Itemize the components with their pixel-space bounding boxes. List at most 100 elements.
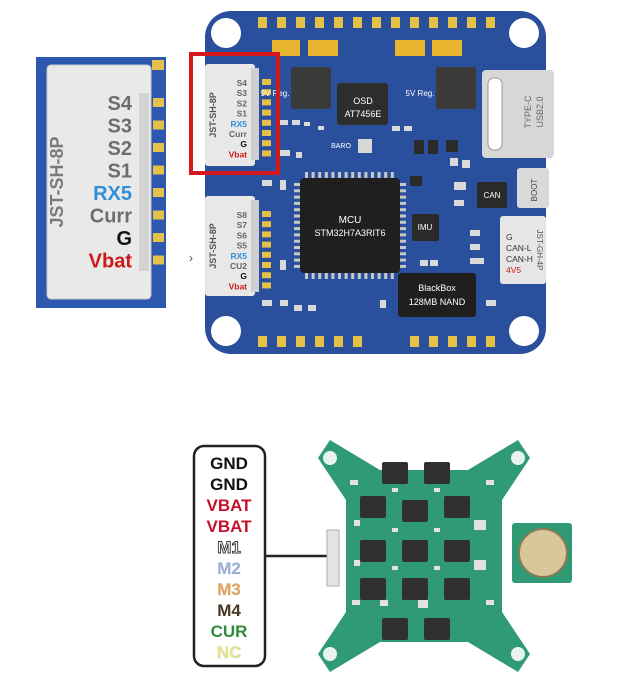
fc-connector2-pins xyxy=(251,200,259,292)
mcu-pin xyxy=(324,273,328,279)
fc-edge-pad xyxy=(334,17,343,28)
fc-cap-4 xyxy=(432,40,462,56)
esc-smd-part xyxy=(434,488,440,492)
fc-mount-hole-tr xyxy=(509,18,539,48)
fc-connector1-pins xyxy=(251,68,259,160)
fc-edge-pad xyxy=(353,336,362,347)
inset-pin-label: G xyxy=(116,228,132,250)
fc-baro-label: BARO xyxy=(331,143,351,150)
inset-connector-pin-bar xyxy=(139,93,149,271)
mcu-pin xyxy=(400,233,406,237)
fc-smd-part xyxy=(410,176,422,186)
fc-connector2-housing xyxy=(205,196,255,296)
mcu-pin xyxy=(400,220,406,224)
mcu-pin xyxy=(400,183,406,186)
fc-pin-label: Curr xyxy=(229,129,248,139)
esc-smd-part xyxy=(486,600,494,605)
fc-edge-pad xyxy=(467,17,476,28)
mcu-pin xyxy=(400,189,406,193)
esc-pin-label: M2 xyxy=(217,559,241,578)
mcu-pin xyxy=(400,201,406,205)
mcu-pin xyxy=(377,273,381,279)
esc-mount-hole-br xyxy=(511,647,525,661)
fc-can-pin-label: CAN-H xyxy=(506,254,533,264)
inset-arrow: › xyxy=(189,251,193,265)
fc-cap-2 xyxy=(308,40,338,56)
fc-pin-pad xyxy=(262,109,271,116)
esc-mosfet xyxy=(424,462,450,484)
esc-smd-part xyxy=(392,488,398,492)
esc-smd-part xyxy=(380,600,388,606)
fc-edge-pad xyxy=(429,336,438,347)
fc-can-connector-housing xyxy=(500,216,546,284)
fc-5v-reg-label: 5V Reg. xyxy=(406,89,435,98)
fc-edge-pad xyxy=(486,17,495,28)
fc-smd-part xyxy=(454,182,466,190)
fc-edge-pad xyxy=(448,17,457,28)
fc-smd-part xyxy=(404,126,412,131)
mcu-pin xyxy=(294,214,300,218)
mcu-pin xyxy=(351,172,355,178)
fc-edge-pad xyxy=(486,336,495,347)
esc-smd-part xyxy=(486,480,494,485)
fc-smd-part xyxy=(430,260,438,266)
esc-capacitor xyxy=(518,528,568,578)
inset-pad xyxy=(153,188,164,197)
mcu-pin xyxy=(294,258,300,262)
fc-pin-pad xyxy=(262,150,271,157)
fc-osd-chip xyxy=(337,83,388,125)
fc-blackbox-line2: 128MB NAND xyxy=(409,297,466,307)
fc-pin-label: S3 xyxy=(237,88,248,98)
fc-pin-label: S4 xyxy=(237,78,248,88)
inset-pin-label: S4 xyxy=(108,93,133,115)
fc-smd-part xyxy=(462,160,470,168)
mcu-pin xyxy=(294,264,300,268)
mcu-pin xyxy=(305,273,308,279)
inset-pin-label: S2 xyxy=(108,138,132,160)
fc-boot-button xyxy=(517,168,549,208)
inset-pads xyxy=(153,98,164,265)
mcu-pin xyxy=(324,172,328,178)
esc-mount-hole-tl xyxy=(323,451,337,465)
fc-edge-pad xyxy=(353,17,362,28)
fc-pin-label: RX5 xyxy=(230,251,247,261)
esc-smd-part xyxy=(350,480,358,485)
fc-smd-part xyxy=(280,300,288,306)
fc-cap-3 xyxy=(395,40,425,56)
mcu-pin xyxy=(400,252,406,256)
fc-pin-pad xyxy=(262,272,271,279)
inset-pad xyxy=(153,233,164,242)
mcu-pin xyxy=(318,172,322,178)
fc-5v-regulator-chip xyxy=(436,67,476,109)
mcu-pin xyxy=(294,246,300,249)
fc-mount-hole-br xyxy=(509,316,539,346)
fc-edge-pad xyxy=(334,336,343,347)
fc-pin-label: S7 xyxy=(237,220,248,230)
fc-mount-hole-bl xyxy=(211,316,241,346)
fc-smd-part xyxy=(262,180,272,186)
esc-smd-part xyxy=(474,520,486,530)
fc-pin-label: S5 xyxy=(237,241,248,251)
fc-pin-pad xyxy=(262,221,271,228)
mcu-pin xyxy=(377,172,381,178)
mcu-pin xyxy=(294,208,300,212)
inset-pad xyxy=(153,98,164,107)
esc-pin-label: GND xyxy=(210,454,248,473)
mcu-pin xyxy=(400,258,406,262)
mcu-pin xyxy=(294,201,300,205)
mcu-pin xyxy=(400,239,406,243)
fc-pin-label: CU2 xyxy=(230,261,247,271)
fc-smd-part xyxy=(292,120,300,125)
inset-top-pad xyxy=(152,60,164,70)
fc-smd-part xyxy=(280,260,286,270)
esc-pin-label: NC xyxy=(217,643,242,662)
mcu-pin xyxy=(400,264,406,268)
esc-mosfet xyxy=(444,578,470,600)
esc-mosfet xyxy=(402,578,428,600)
fc-pin-pad xyxy=(262,79,271,85)
mcu-pin xyxy=(294,183,300,186)
fc-pin-label: RX5 xyxy=(230,119,247,129)
fc-blackbox-line1: BlackBox xyxy=(418,283,456,293)
